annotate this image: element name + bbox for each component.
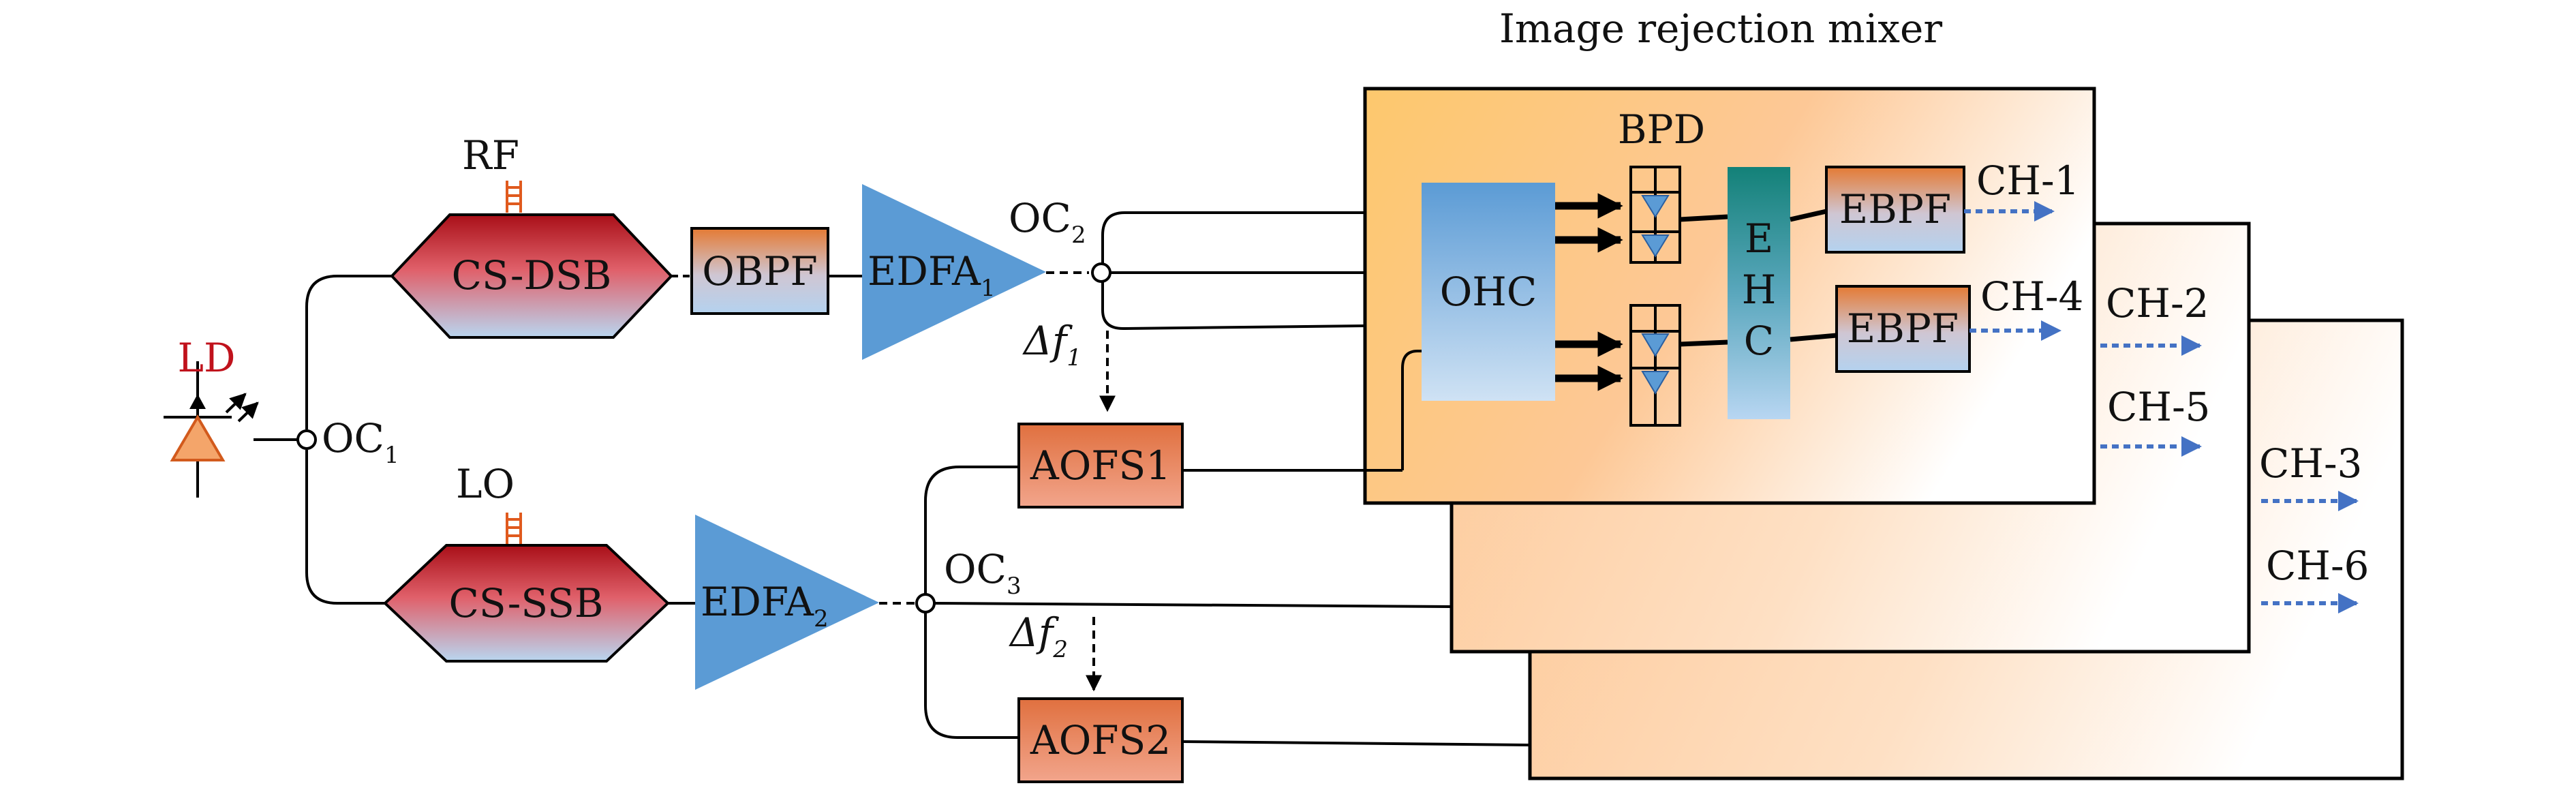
cs-ssb-label: CS-SSB xyxy=(449,580,604,626)
edfa1-amplifier xyxy=(862,184,1046,360)
oc2-label: OC2 xyxy=(1009,195,1086,249)
ohc-to-bpd-arrows xyxy=(1555,193,1623,391)
ebpf-top-label: EBPF xyxy=(1839,186,1951,232)
edfa1-label: EDFA1 xyxy=(868,248,996,302)
aofs2-label: AOFS2 xyxy=(1030,717,1171,763)
ch4-label: CH-4 xyxy=(1980,273,2083,320)
df2-label: Δf2 xyxy=(1009,609,1068,663)
ehc-letter-h: H xyxy=(1742,267,1777,313)
ch6-label: CH-6 xyxy=(2266,543,2369,589)
ehc-block xyxy=(1728,167,1790,419)
ld-label: LD xyxy=(177,335,235,381)
ohc-label: OHC xyxy=(1440,269,1537,315)
laser-diode xyxy=(164,361,259,498)
ebpf-top-filter xyxy=(1825,166,1965,254)
cs-dsb-modulator xyxy=(390,213,673,339)
oc3-coupler xyxy=(915,593,936,613)
ch3-label: CH-3 xyxy=(2259,440,2362,487)
ehc-ebpf-wire-top xyxy=(1790,209,1827,222)
signal-wires xyxy=(254,211,1531,746)
oc2-coupler xyxy=(1091,262,1111,283)
rf-port-icon xyxy=(506,181,522,213)
bpd-lower xyxy=(1629,304,1681,427)
ch5-label: CH-5 xyxy=(2107,384,2210,430)
oc1-label: OC1 xyxy=(322,415,399,469)
lo-label: LO xyxy=(456,461,515,507)
edfa2-amplifier xyxy=(695,515,879,690)
ehc-letter-e: E xyxy=(1745,215,1773,262)
df1-label: Δf1 xyxy=(1022,318,1082,371)
oc3-label: OC3 xyxy=(944,546,1022,600)
ebpf-bottom-label: EBPF xyxy=(1847,305,1959,352)
bpd-ehc-wire-upper xyxy=(1679,214,1728,222)
rf-label: RF xyxy=(462,132,519,179)
ebpf-bottom-filter xyxy=(1835,285,1971,373)
aofs2-shifter xyxy=(1017,697,1184,783)
edfa2-label: EDFA2 xyxy=(701,579,829,633)
ehc-letter-c: C xyxy=(1744,318,1774,364)
bpd-label: BPD xyxy=(1618,106,1705,153)
diagram-title: Image rejection mixer xyxy=(1499,5,1942,52)
aofs1-shifter xyxy=(1017,423,1184,508)
aofs1-label: AOFS1 xyxy=(1030,442,1171,489)
bpd-ehc-wire-lower xyxy=(1679,339,1728,347)
ch2-label: CH-2 xyxy=(2106,280,2209,326)
cs-ssb-modulator xyxy=(383,544,670,663)
bpd-upper xyxy=(1629,166,1681,264)
lo-port-icon xyxy=(506,513,522,545)
ch1-label: CH-1 xyxy=(1976,157,2079,204)
ehc-ebpf-wire-bottom xyxy=(1790,333,1837,342)
obpf-label: OBPF xyxy=(702,248,817,294)
obpf-filter xyxy=(690,227,829,315)
oc1-coupler xyxy=(296,429,317,450)
cs-dsb-label: CS-DSB xyxy=(452,252,612,299)
ohc-block xyxy=(1422,183,1555,401)
